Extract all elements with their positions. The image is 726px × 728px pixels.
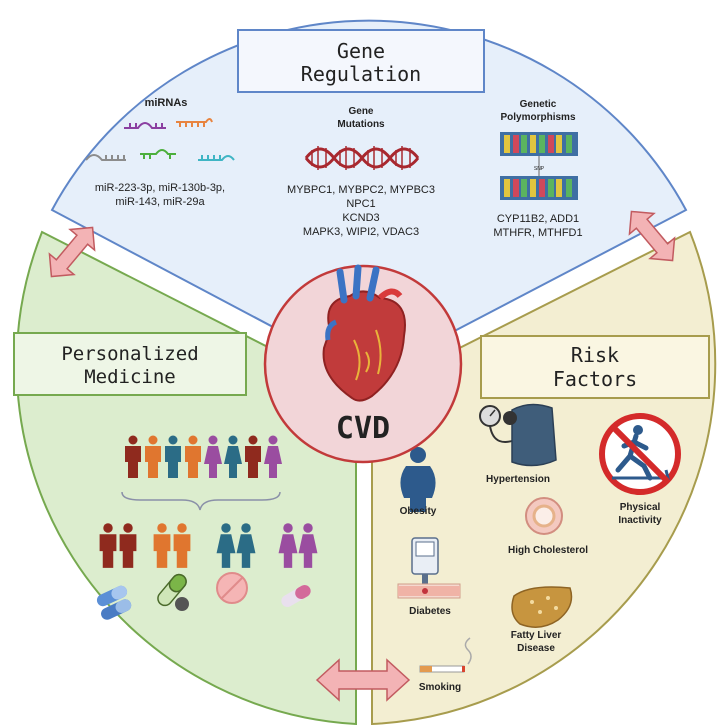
female-person-icon bbox=[278, 523, 298, 568]
fatty-liver-icon bbox=[511, 586, 573, 628]
male-person-icon bbox=[153, 523, 171, 568]
female-person-icon bbox=[204, 435, 222, 478]
male-person-icon bbox=[245, 435, 261, 478]
personalized-medicine-title-box: Personalized Medicine bbox=[13, 332, 247, 396]
female-person-icon bbox=[264, 435, 282, 478]
risk-factors-title-box: Risk Factors bbox=[480, 335, 710, 399]
male-person-icon bbox=[173, 523, 191, 568]
polymorphisms-line-1: CYP11B2, ADD1 bbox=[497, 213, 579, 225]
gene-regulation-title-1: Gene bbox=[337, 39, 385, 63]
patient-groups-icon bbox=[99, 523, 318, 568]
physical-label-1: Physical bbox=[620, 502, 661, 513]
male-person-icon bbox=[145, 435, 161, 478]
population-icon bbox=[125, 435, 282, 478]
female-person-icon bbox=[224, 435, 242, 478]
male-person-icon bbox=[99, 523, 117, 568]
gene-mutations-group: Gene Mutations MYBPC1, MYBPC2, MYPBC3 NP… bbox=[287, 106, 435, 238]
mirnas-group: miRNAs miR-223-3p, miR-130b-3p, miR-143,… bbox=[85, 97, 235, 208]
double-arrow-right bbox=[628, 210, 676, 262]
gene-regulation-segment bbox=[50, 19, 688, 373]
glucose-meter-icon bbox=[397, 537, 461, 599]
double-arrow-left bbox=[48, 226, 96, 278]
fatty-liver-label-1: Fatty Liver bbox=[511, 630, 562, 641]
gene-mutations-heading-2: Mutations bbox=[337, 119, 385, 130]
snp-label: SNP bbox=[534, 166, 545, 172]
female-person-icon bbox=[216, 523, 236, 568]
fatty-liver-label-2: Disease bbox=[517, 643, 555, 654]
gene-mutation-line-2: NPC1 bbox=[346, 198, 375, 210]
physical-label-2: Inactivity bbox=[618, 515, 662, 526]
gene-mutation-line-4: MAPK3, WIPI2, VDAC3 bbox=[303, 226, 419, 238]
mirnas-line-1: miR-223-3p, miR-130b-3p, bbox=[95, 182, 225, 194]
male-person-icon bbox=[125, 435, 141, 478]
obesity-icon bbox=[400, 447, 436, 512]
smoking-label: Smoking bbox=[419, 682, 461, 693]
dna-helix-icon bbox=[304, 146, 420, 170]
cholesterol-label: High Cholesterol bbox=[508, 545, 588, 556]
polymorphisms-heading-2: Polymorphisms bbox=[500, 112, 575, 123]
personalized-medicine-title-2: Medicine bbox=[84, 366, 176, 388]
polymorphisms-heading-1: Genetic bbox=[520, 99, 557, 110]
male-person-icon bbox=[185, 435, 201, 478]
male-person-icon bbox=[119, 523, 137, 568]
pills-icon bbox=[96, 572, 311, 620]
female-person-icon bbox=[236, 523, 256, 568]
snp-dna-icon: SNP bbox=[500, 132, 578, 200]
double-arrow-bottom bbox=[315, 658, 411, 702]
group-bracket bbox=[121, 491, 281, 511]
risk-factors-title-1: Risk bbox=[571, 343, 619, 367]
gene-mutation-line-1: MYBPC1, MYBPC2, MYPBC3 bbox=[287, 184, 435, 196]
no-exercise-icon bbox=[599, 413, 681, 495]
cvd-center: CVD bbox=[263, 264, 463, 464]
polymorphisms-line-2: MTHFR, MTHFD1 bbox=[493, 227, 582, 239]
artery-icon bbox=[525, 497, 563, 535]
female-person-icon bbox=[298, 523, 318, 568]
genetic-polymorphisms-group: Genetic Polymorphisms SNP CYP11B2, ADD1 … bbox=[493, 99, 582, 239]
risk-factors-title-2: Factors bbox=[553, 367, 637, 391]
cigarette-icon bbox=[419, 637, 472, 673]
heart-icon bbox=[322, 264, 406, 402]
hypertension-label: Hypertension bbox=[486, 474, 550, 485]
gene-regulation-title-box: Gene Regulation bbox=[237, 29, 485, 93]
gene-mutations-heading-1: Gene bbox=[348, 106, 373, 117]
obesity-label: Obesity bbox=[400, 506, 437, 517]
mirna-icon bbox=[85, 118, 235, 161]
gene-mutation-line-3: KCND3 bbox=[342, 212, 379, 224]
blood-pressure-icon bbox=[479, 403, 557, 467]
diabetes-label: Diabetes bbox=[409, 606, 451, 617]
personalized-medicine-title-1: Personalized bbox=[61, 343, 198, 365]
cvd-label: CVD bbox=[336, 411, 390, 446]
gene-regulation-title-2: Regulation bbox=[301, 62, 421, 86]
mirnas-heading: miRNAs bbox=[145, 97, 188, 109]
mirnas-line-2: miR-143, miR-29a bbox=[115, 196, 205, 208]
male-person-icon bbox=[165, 435, 181, 478]
